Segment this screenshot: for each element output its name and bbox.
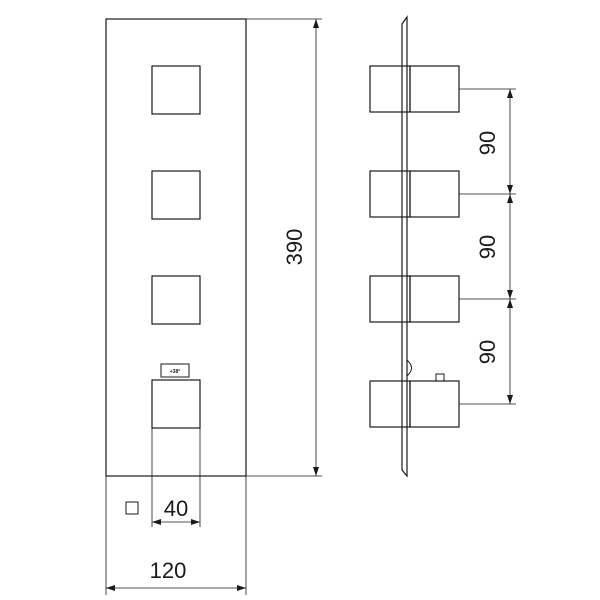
front-knob-1: [151, 65, 201, 115]
front-view: +38°: [105, 18, 247, 477]
width-dimension: 120: [105, 476, 247, 595]
front-knob-thermostatic: [151, 379, 201, 429]
side-handle-2: [369, 170, 460, 218]
front-plate: [105, 18, 247, 477]
front-knob-2: [151, 170, 201, 220]
height-dimension: 390: [246, 18, 322, 477]
height-dimension-label: 390: [282, 229, 307, 266]
knob-size-dimension-label: 40: [164, 496, 188, 521]
width-dimension-label: 120: [150, 558, 187, 583]
side-view: [369, 15, 460, 478]
side-plate: [401, 15, 408, 478]
spacing-dimensions: 90 90 90: [459, 88, 516, 405]
knob-size-dimension: 40: [125, 428, 201, 527]
thermostat-label-tab: [160, 363, 190, 378]
side-handle-3: [369, 275, 460, 323]
spacing-label-2: 90: [475, 235, 500, 259]
thermostat-label: +38°: [170, 369, 180, 375]
spacing-label-3: 90: [475, 340, 500, 364]
side-handle-1: [369, 65, 460, 113]
side-handle-thermostatic: [369, 359, 460, 428]
spacing-label-1: 90: [475, 131, 500, 155]
square-symbol-icon: [125, 501, 139, 515]
front-knob-3: [151, 275, 201, 325]
